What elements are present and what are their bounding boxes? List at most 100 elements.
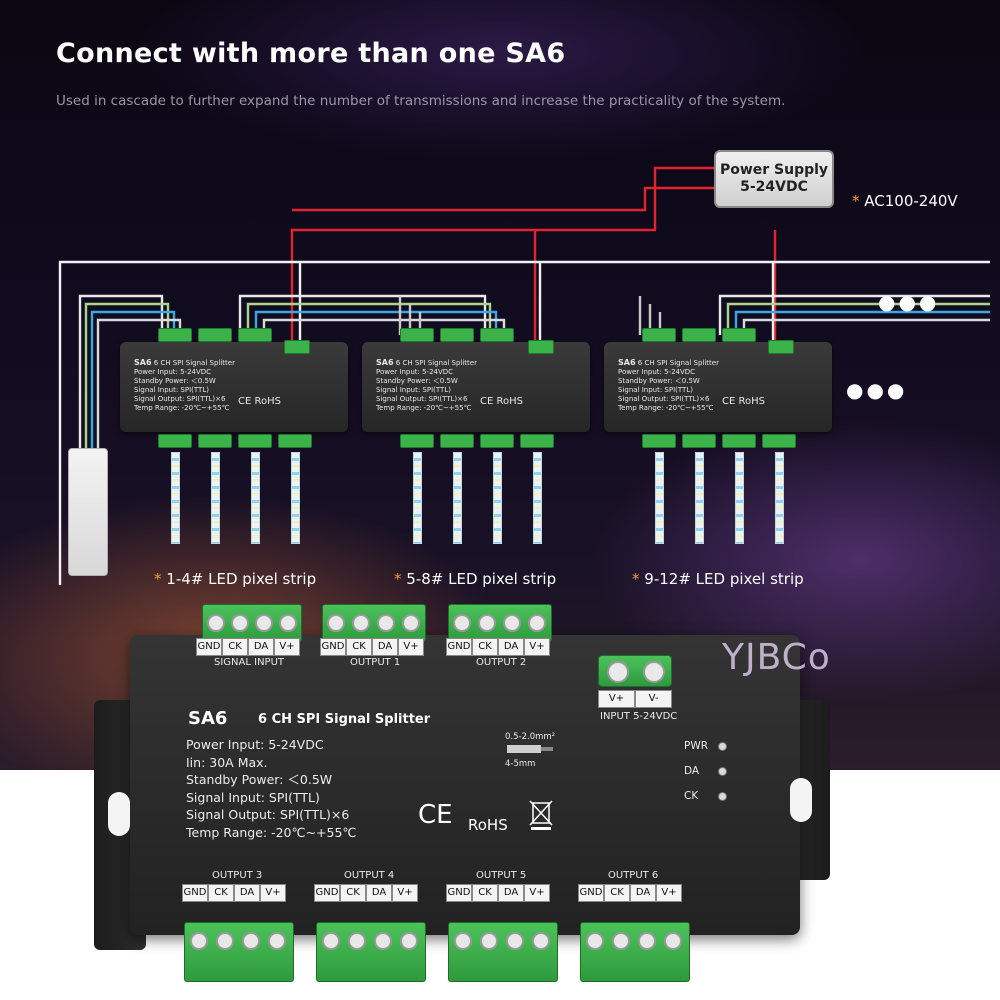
power-supply-line2: 5-24VDC [740, 179, 808, 195]
pin-gnd: GND [446, 638, 472, 656]
output4-pins: GND CK DA V+ [314, 884, 418, 902]
device-specs: Power Input: 5-24VDC Iin: 30A Max. Stand… [186, 736, 356, 841]
led-strip-7 [493, 452, 502, 544]
pin-ck: CK [604, 884, 630, 902]
pin-gnd: GND [446, 884, 472, 902]
continuation-dots-mid: ●●● [846, 378, 908, 402]
pin-ck: CK [472, 884, 498, 902]
module2-out3-terminal [400, 434, 434, 448]
pin-vplus: V+ [260, 884, 286, 902]
module1-out3-terminal [158, 434, 192, 448]
pin-gnd: GND [314, 884, 340, 902]
output3-pins: GND CK DA V+ [182, 884, 286, 902]
star-marker: * [852, 192, 860, 210]
wire-gauge: 0.5-2.0mm² [505, 732, 556, 742]
pin-gnd: GND [196, 638, 222, 656]
output1-terminal [322, 604, 426, 642]
led-strip-11 [735, 452, 744, 544]
left-mount-slot [108, 792, 130, 836]
pin-da: DA [234, 884, 260, 902]
module3-out2-terminal [722, 328, 756, 342]
spec-current: Iin: 30A Max. [186, 754, 268, 770]
output2-terminal [448, 604, 552, 642]
pin-vplus: V+ [398, 638, 424, 656]
output2-label: OUTPUT 2 [476, 657, 527, 668]
pin-gnd: GND [578, 884, 604, 902]
device-product-name: 6 CH SPI Signal Splitter [258, 712, 431, 727]
pin-vminus-power: V- [635, 690, 672, 708]
power-pins: V+ V- [598, 690, 672, 708]
pin-ck: CK [222, 638, 248, 656]
page-subtitle: Used in cascade to further expand the nu… [56, 93, 786, 109]
output1-label: OUTPUT 1 [350, 657, 401, 668]
module3-out5-terminal [722, 434, 756, 448]
pin-ck: CK [346, 638, 372, 656]
right-mount-slot [790, 778, 812, 822]
pin-da: DA [248, 638, 274, 656]
indicator-label-da: DA [684, 765, 700, 777]
indicator-led-pwr [718, 742, 727, 751]
power-wire-red-2 [292, 186, 715, 212]
signal-input-terminal [202, 604, 302, 642]
module-ce-mark: CE RoHS [480, 396, 523, 407]
indicator-label-pwr: PWR [684, 740, 709, 752]
strip-group-label-1: * 1-4# LED pixel strip [154, 570, 317, 588]
output6-pins: GND CK DA V+ [578, 884, 682, 902]
module2-out5-terminal [480, 434, 514, 448]
pin-ck: CK [472, 638, 498, 656]
output5-label: OUTPUT 5 [476, 870, 527, 881]
output2-pins: GND CK DA V+ [446, 638, 550, 656]
module-ce-mark: CE RoHS [238, 396, 281, 407]
module3-out4-terminal [682, 434, 716, 448]
signal-input-label: SIGNAL INPUT [214, 657, 285, 668]
led-strip-1 [171, 452, 180, 544]
led-strip-2 [211, 452, 220, 544]
pin-gnd: GND [320, 638, 346, 656]
module3-out3-terminal [642, 434, 676, 448]
weee-bin-icon [529, 800, 553, 830]
pin-vplus: V+ [274, 638, 300, 656]
led-strip-6 [453, 452, 462, 544]
led-strip-3 [251, 452, 260, 544]
led-strip-5 [413, 452, 422, 544]
pin-ck: CK [340, 884, 366, 902]
led-strip-12 [775, 452, 784, 544]
module3-out6-terminal [762, 434, 796, 448]
signal-input-pins: GND CK DA V+ [196, 638, 300, 656]
module1-input-terminal [158, 328, 192, 342]
pin-da: DA [630, 884, 656, 902]
pin-vplus-power: V+ [598, 690, 635, 708]
output3-label: OUTPUT 3 [212, 870, 263, 881]
module3-input-terminal [642, 328, 676, 342]
module3-out1-terminal [682, 328, 716, 342]
module1-out5-terminal [238, 434, 272, 448]
output3-terminal [184, 922, 294, 982]
pin-da: DA [498, 884, 524, 902]
led-strip-4 [291, 452, 300, 544]
output1-pins: GND CK DA V+ [320, 638, 424, 656]
wire-spec: 0.5-2.0mm² 4-5mm [505, 732, 555, 769]
indicator-led-da [718, 767, 727, 776]
module3-power-terminal [768, 340, 794, 354]
spec-signal-input: Signal Input: SPI(TTL) [186, 789, 320, 805]
strip-group-label-2: * 5-8# LED pixel strip [394, 570, 557, 588]
spi-controller [68, 448, 108, 576]
wire-strip-length: 4-5mm [505, 759, 536, 769]
power-input-label: INPUT 5-24VDC [600, 711, 678, 722]
pin-vplus: V+ [524, 638, 550, 656]
ce-mark: CE [418, 800, 453, 830]
module2-out2-terminal [480, 328, 514, 342]
spec-power-input: Power Input: 5-24VDC [186, 737, 324, 752]
module1-out6-terminal [278, 434, 312, 448]
ac-voltage: AC100-240V [864, 192, 958, 210]
spec-temp-range: Temp Range: -20℃~+55℃ [186, 824, 357, 840]
pin-da: DA [366, 884, 392, 902]
spec-signal-output: Signal Output: SPI(TTL)×6 [186, 807, 350, 822]
strip-group-label-3: * 9-12# LED pixel strip [632, 570, 804, 588]
wire-strip-icon [507, 745, 553, 753]
signal-wire-e [398, 296, 662, 335]
